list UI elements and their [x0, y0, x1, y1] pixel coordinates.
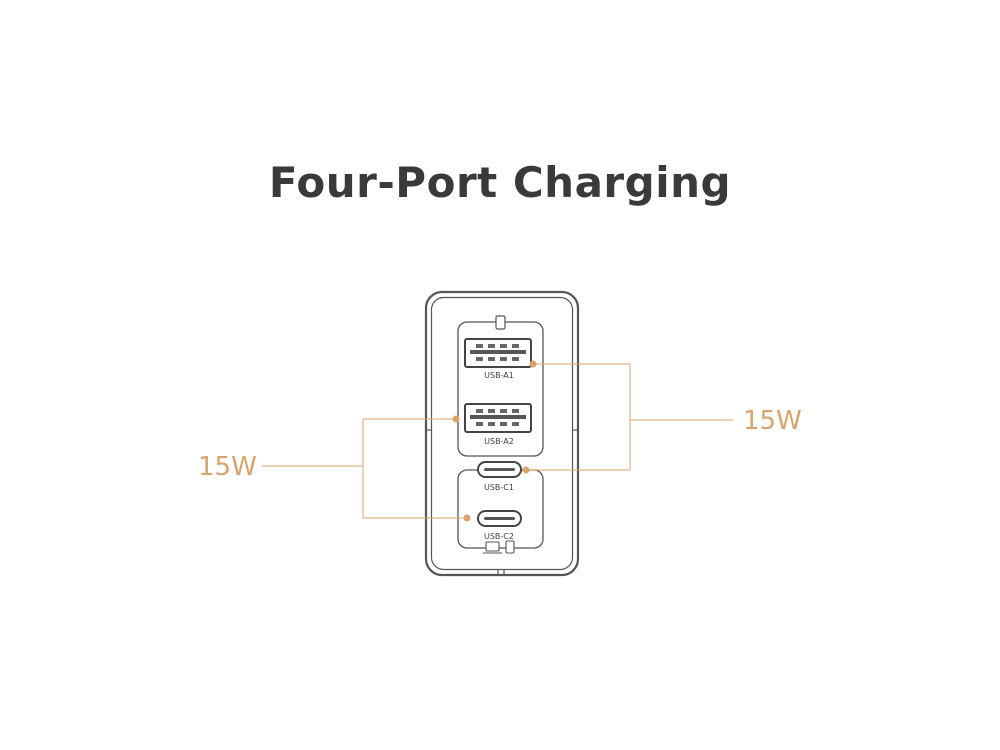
- usb-c2-port[interactable]: [477, 510, 522, 527]
- charger-body: [424, 290, 580, 577]
- callout-dot-usb-c2: [463, 514, 471, 522]
- laptop-icon: [483, 541, 502, 554]
- callout-dot-usb-c1: [522, 466, 530, 474]
- callout-left-label: 15W: [198, 452, 257, 482]
- usb-a1-label: USB-A1: [484, 371, 514, 380]
- callout-right-label: 15W: [743, 406, 802, 436]
- callout-right-connector: [526, 363, 733, 471]
- page-title: Four-Port Charging: [268, 158, 732, 207]
- usb-c1-label: USB-C1: [484, 483, 514, 492]
- phone-icon: [505, 540, 515, 554]
- callout-left-connector: [262, 418, 467, 519]
- phone-icon: [495, 315, 506, 330]
- usb-c1-port[interactable]: [477, 461, 522, 478]
- usb-a2-label: USB-A2: [484, 437, 514, 446]
- callout-dot-usb-a2: [452, 415, 460, 423]
- usb-a2-port[interactable]: [464, 403, 532, 433]
- usb-a1-port[interactable]: [464, 338, 532, 368]
- callout-dot-usb-a1: [529, 360, 537, 368]
- usb-c2-label: USB-C2: [484, 532, 514, 541]
